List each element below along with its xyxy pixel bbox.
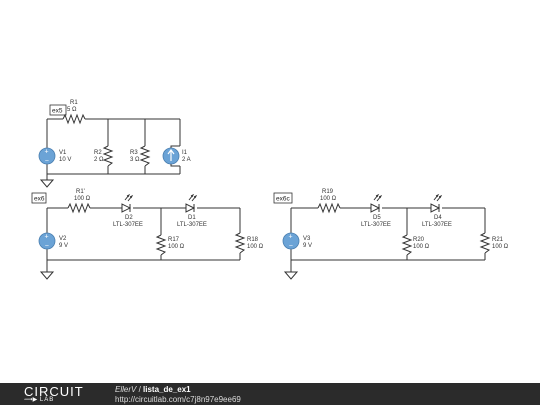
ground-symbol — [39, 179, 55, 188]
r19-value: 100 Ω — [320, 196, 337, 202]
v1-value: 10 V — [59, 157, 71, 163]
i1-name: I1 — [182, 150, 188, 156]
r3-name: R3 — [130, 150, 138, 156]
r21-name: R21 — [492, 237, 504, 243]
r1-name: R1 — [70, 100, 78, 106]
r1p-name: R1' — [76, 189, 85, 195]
r17-value: 100 Ω — [168, 244, 185, 250]
r1-value: 5 Ω — [67, 107, 77, 113]
r2-value: 2 Ω — [94, 157, 104, 163]
schematic-canvas: ex5 R1 5 Ω + − V1 10 V R2 2 Ω R3 3 Ω I1 … — [31, 100, 509, 280]
svg-text:ex6: ex6 — [34, 196, 45, 203]
author-title: EllerV / lista_de_ex1 — [115, 385, 191, 394]
voltage-source-v3 — [282, 232, 300, 250]
r19-name: R19 — [322, 189, 334, 195]
r18-name: R18 — [247, 237, 259, 243]
author-link[interactable]: EllerV — [115, 385, 137, 394]
voltage-source-v2 — [38, 232, 56, 250]
voltage-source-v1 — [38, 147, 56, 165]
led-d1 — [185, 193, 198, 213]
r20-name: R20 — [413, 237, 425, 243]
r3-value: 3 Ω — [130, 157, 140, 163]
resistor-r1-prime — [67, 202, 91, 214]
v1-name: V1 — [59, 150, 67, 156]
r18-value: 100 Ω — [247, 244, 264, 250]
resistor-r20 — [401, 234, 413, 256]
svg-text:−: − — [45, 243, 49, 250]
i1-value: 2 A — [182, 157, 191, 163]
circuit-url[interactable]: http://circuitlab.com/c7j8n97e9ee69 — [115, 395, 241, 404]
circuitlab-logo-sub: ⟿▶ LAB — [24, 397, 55, 403]
r21-value: 100 Ω — [492, 244, 509, 250]
d4-value: LTL-307EE — [422, 222, 452, 228]
resistor-r17 — [155, 234, 167, 256]
d5-value: LTL-307EE — [361, 222, 391, 228]
led-d2 — [121, 193, 134, 213]
resistor-r2 — [102, 145, 114, 167]
r1p-value: 100 Ω — [74, 196, 91, 202]
resistor-r1 — [62, 113, 86, 125]
circuit-title[interactable]: lista_de_ex1 — [143, 385, 191, 394]
resistor-r21 — [479, 232, 491, 254]
resistor-r18 — [234, 232, 246, 254]
resistor-r19 — [317, 202, 341, 214]
led-d4 — [430, 193, 443, 213]
v2-value: 9 V — [59, 243, 68, 249]
net-tag-ex6c: ex6c — [273, 192, 293, 204]
footer-bar: CIRCUIT ⟿▶ LAB EllerV / lista_de_ex1 htt… — [0, 383, 540, 405]
circuitlab-logo: CIRCUIT — [24, 384, 84, 399]
d5-name: D5 — [373, 215, 381, 221]
circuit-ex6: ex6 R1' 100 Ω D2 LTL-307EE D1 LTL-307EE … — [31, 189, 264, 280]
d2-name: D2 — [125, 215, 133, 221]
led-d5 — [370, 193, 383, 213]
circuit-ex5: ex5 R1 5 Ω + − V1 10 V R2 2 Ω R3 3 Ω I1 … — [38, 100, 191, 188]
svg-text:−: − — [45, 158, 49, 165]
circuit-ex6c: ex6c R19 100 Ω D5 LTL-307EE D4 LTL-307EE… — [273, 189, 509, 280]
net-tag-ex6: ex6 — [31, 192, 47, 204]
d4-name: D4 — [434, 215, 442, 221]
svg-text:ex6c: ex6c — [276, 196, 290, 203]
svg-text:−: − — [289, 243, 293, 250]
v2-name: V2 — [59, 236, 67, 242]
ground-symbol — [283, 271, 299, 280]
r17-name: R17 — [168, 237, 180, 243]
r20-value: 100 Ω — [413, 244, 430, 250]
net-tag-ex5: ex5 — [49, 104, 67, 116]
v3-value: 9 V — [303, 243, 312, 249]
d2-value: LTL-307EE — [113, 222, 143, 228]
d1-name: D1 — [188, 215, 196, 221]
svg-text:+: + — [45, 149, 49, 156]
svg-text:+: + — [45, 234, 49, 241]
resistor-r3 — [139, 145, 151, 167]
ground-symbol — [39, 271, 55, 280]
svg-text:ex5: ex5 — [52, 108, 63, 115]
v3-name: V3 — [303, 236, 311, 242]
d1-value: LTL-307EE — [177, 222, 207, 228]
r2-name: R2 — [94, 150, 102, 156]
svg-text:+: + — [289, 234, 293, 241]
